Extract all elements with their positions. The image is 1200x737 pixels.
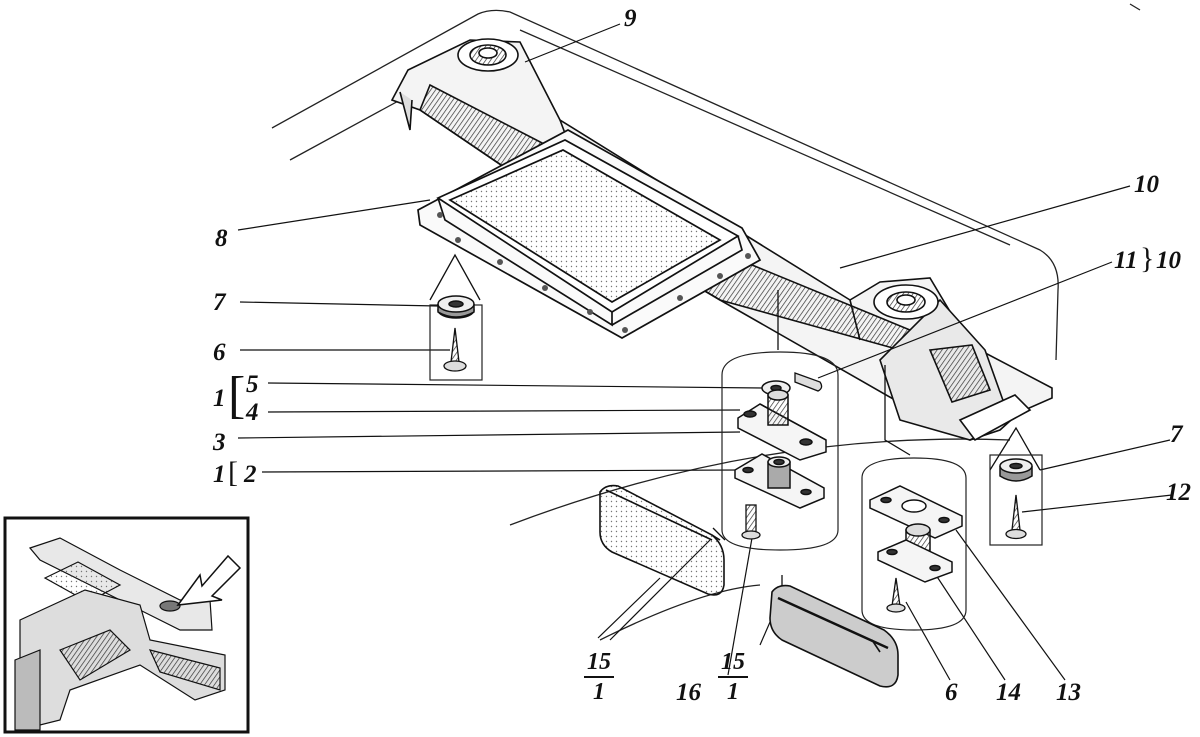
callout-11: 11: [1114, 247, 1138, 274]
callout-14: 14: [996, 679, 1021, 706]
inset-pointer-arrow: [176, 554, 242, 606]
fraction-right-top: 15: [721, 649, 745, 675]
bracket-plate-14: [877, 523, 953, 583]
brace-1-5-4: [: [228, 367, 246, 424]
callout-7-left: 7: [213, 289, 226, 316]
pin-11: [794, 372, 823, 392]
brace-11-10: }: [1140, 242, 1155, 275]
roof-cross-member-boss-10: [873, 284, 939, 320]
roof-hatch-frame: [417, 129, 762, 339]
callout-2: 2: [244, 461, 257, 488]
detail-box-right-screw: [989, 454, 1043, 546]
brace-1-2: [: [228, 456, 238, 489]
hatch-frame-screw-holes: [437, 212, 751, 333]
fraction-left-top: 15: [587, 649, 611, 675]
callout-15-over-1-left: 15 1: [582, 650, 616, 704]
callout-11-group: 10: [1156, 247, 1181, 274]
callout-12: 12: [1166, 479, 1191, 506]
bracket-plate-2: [734, 453, 825, 509]
washer-7-right: [999, 458, 1033, 482]
fraction-right-bottom: 1: [727, 679, 739, 705]
callout-3: 3: [213, 429, 226, 456]
callout-8: 8: [215, 225, 228, 252]
roof-panel-outline: [271, 3, 1141, 641]
callout-16: 16: [676, 679, 701, 706]
bolt-16: [741, 504, 761, 540]
sun-visor-15-left: [599, 484, 725, 596]
callout-10: 10: [1134, 171, 1159, 198]
callout-1-group-b: 1: [213, 461, 226, 488]
sun-visor-15-right: [769, 584, 899, 688]
detail-cylinder-left: [721, 351, 839, 551]
roof-cross-member-boss-9: [457, 38, 519, 72]
screw-6-left: [443, 327, 467, 372]
screw-12: [1005, 494, 1027, 540]
bracket-plate-13: [869, 485, 963, 539]
callout-15-over-1-right: 15 1: [716, 650, 750, 704]
fraction-left-bottom: 1: [593, 679, 605, 705]
callout-6-right: 6: [945, 679, 958, 706]
callout-1-group-a: 1: [213, 385, 226, 412]
callout-9: 9: [624, 5, 637, 32]
location-inset: [3, 516, 250, 734]
bracket-lines: [429, 253, 1041, 590]
detail-cylinder-right: [861, 457, 967, 631]
callout-5: 5: [246, 371, 259, 398]
fraction-left-bar: [584, 676, 614, 678]
callout-6-left: 6: [213, 339, 226, 366]
washer-7-left: [437, 295, 475, 319]
screw-6-right: [886, 577, 906, 613]
bracket-plate-4-3: [737, 389, 827, 461]
fraction-right-bar: [718, 676, 748, 678]
callout-7-right: 7: [1170, 421, 1183, 448]
callout-4: 4: [246, 399, 259, 426]
callout-13: 13: [1056, 679, 1081, 706]
